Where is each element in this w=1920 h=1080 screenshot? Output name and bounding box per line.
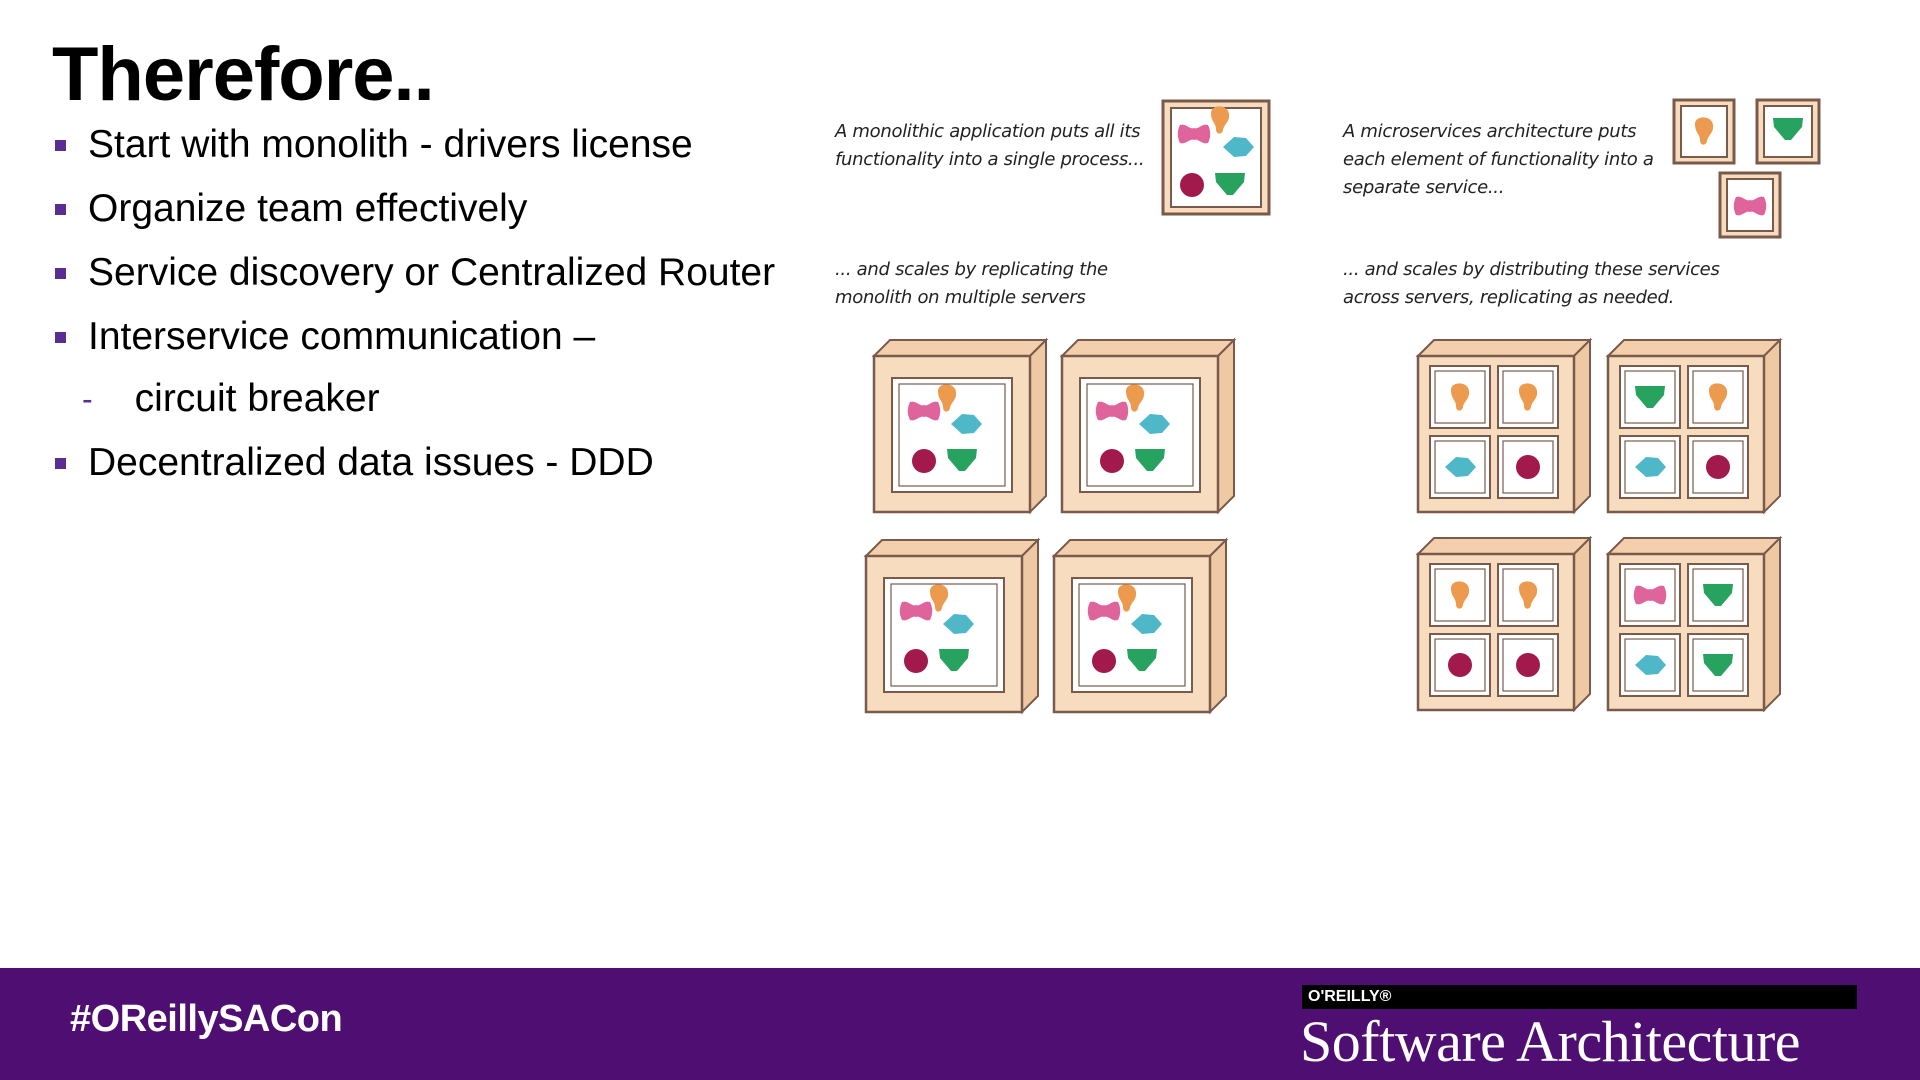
caption-line: A monolithic application puts all its <box>835 121 1141 142</box>
microservice-orange <box>1672 98 1736 165</box>
monolith-servers <box>863 337 1237 715</box>
crimson-service-icon <box>1092 649 1116 673</box>
bullet-text: Interservice communication – <box>88 315 596 358</box>
server-box <box>1605 337 1783 515</box>
bullet-item: Interservice communication – <box>52 312 595 362</box>
caption-line: across servers, replicating as needed. <box>1343 287 1674 308</box>
crimson-service-icon <box>1448 653 1472 677</box>
publisher-bar: O'REILLY® <box>1302 985 1857 1009</box>
caption-line: ... and scales by distributing these ser… <box>1343 259 1720 280</box>
crimson-service-icon <box>1706 455 1730 479</box>
monolith-scale-caption: ... and scales by replicating the monoli… <box>835 256 1108 312</box>
bullet-item: Start with monolith - drivers license <box>52 120 693 170</box>
server-box <box>1415 337 1593 515</box>
event-name: Software Architecture <box>1300 1009 1801 1074</box>
crimson-service-icon <box>1100 449 1124 473</box>
bullet-text: Service discovery or Centralized Router <box>88 251 776 294</box>
crimson-service-icon <box>1180 173 1204 197</box>
microservices-scale-caption: ... and scales by distributing these ser… <box>1343 256 1720 312</box>
server-box <box>1051 537 1229 715</box>
bullet-text: Organize team effectively <box>88 187 528 230</box>
sub-bullet-marker: - <box>82 380 93 417</box>
microservice-servers <box>1415 337 1783 713</box>
microservice-pink <box>1718 171 1782 239</box>
crimson-service-icon <box>904 649 928 673</box>
caption-line: A microservices architecture puts <box>1343 121 1637 142</box>
diagram-svg <box>863 98 1821 715</box>
monolith-process <box>1161 99 1271 216</box>
bullet-marker <box>55 331 66 343</box>
crimson-service-icon <box>1516 653 1540 677</box>
bullet-text: Decentralized data issues - DDD <box>88 441 654 484</box>
server-box <box>863 537 1041 715</box>
microservices-caption: A microservices architecture puts each e… <box>1343 118 1654 202</box>
caption-line: functionality into a single process... <box>835 149 1145 170</box>
slide-title: Therefore.. <box>52 32 435 117</box>
caption-line: monolith on multiple servers <box>835 287 1086 308</box>
microservice-green <box>1755 98 1821 165</box>
server-box <box>1059 337 1237 515</box>
event-hashtag: #OReillySACon <box>70 998 343 1040</box>
monolith-caption: A monolithic application puts all its fu… <box>835 118 1145 174</box>
bullet-item: Organize team effectively <box>52 184 527 234</box>
bullet-text: Start with monolith - drivers license <box>88 123 693 166</box>
caption-line: separate service... <box>1343 177 1505 198</box>
bullet-marker <box>55 267 66 279</box>
server-box <box>1605 535 1783 713</box>
server-box <box>1415 535 1593 713</box>
bullet-marker <box>55 203 66 215</box>
architecture-diagram: A monolithic application puts all its fu… <box>800 70 1850 750</box>
bullet-item: Service discovery or Centralized Router <box>52 248 775 298</box>
bullet-marker <box>55 139 66 151</box>
caption-line: ... and scales by replicating the <box>835 259 1108 280</box>
caption-line: each element of functionality into a <box>1343 149 1654 170</box>
sub-bullet-text: circuit breaker <box>134 377 380 420</box>
crimson-service-icon <box>912 449 936 473</box>
sub-bullet-item: - circuit breaker <box>52 374 380 424</box>
crimson-service-icon <box>1516 455 1540 479</box>
footer-bar: #OReillySACon O'REILLY® Software Archite… <box>0 968 1920 1080</box>
server-box <box>871 337 1049 515</box>
bullet-marker <box>55 457 66 469</box>
bullet-item: Decentralized data issues - DDD <box>52 438 654 488</box>
